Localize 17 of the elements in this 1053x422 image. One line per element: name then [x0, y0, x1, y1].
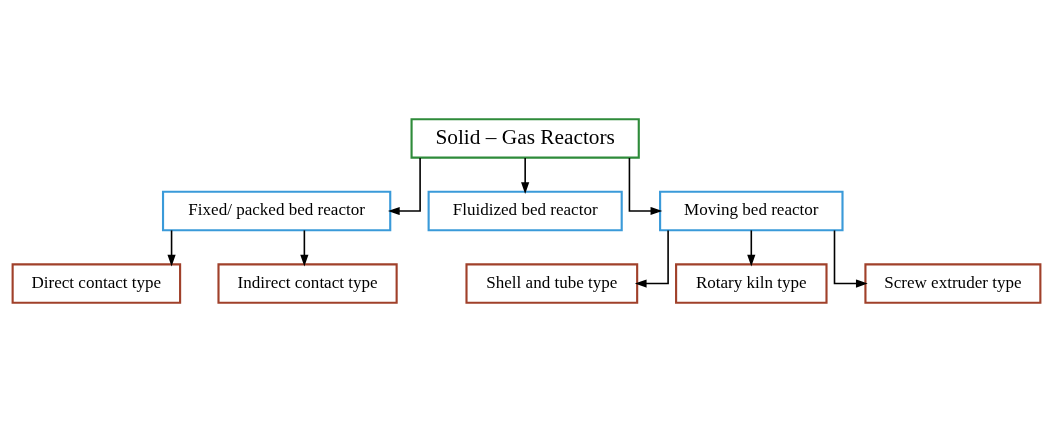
arrow — [521, 157, 530, 194]
node-box: Fixed/ packed bed reactor — [161, 190, 392, 232]
node-box: Moving bed reactor — [659, 190, 844, 232]
node-box: Shell and tube type — [465, 263, 639, 304]
arrow — [167, 229, 176, 267]
node-box: Direct contact type — [11, 263, 182, 304]
node-box: Indirect contact type — [217, 263, 398, 304]
arrow — [747, 229, 756, 267]
node-box: Solid – Gas Reactors — [410, 118, 640, 159]
arrow — [300, 229, 309, 267]
node-box: Fluidized bed reactor — [427, 190, 623, 232]
arrow — [628, 157, 663, 216]
arrow — [634, 229, 669, 288]
node-box: Screw extruder type — [864, 263, 1042, 304]
arrow — [833, 229, 868, 288]
arrow — [387, 157, 421, 216]
node-box: Rotary kiln type — [675, 263, 828, 304]
